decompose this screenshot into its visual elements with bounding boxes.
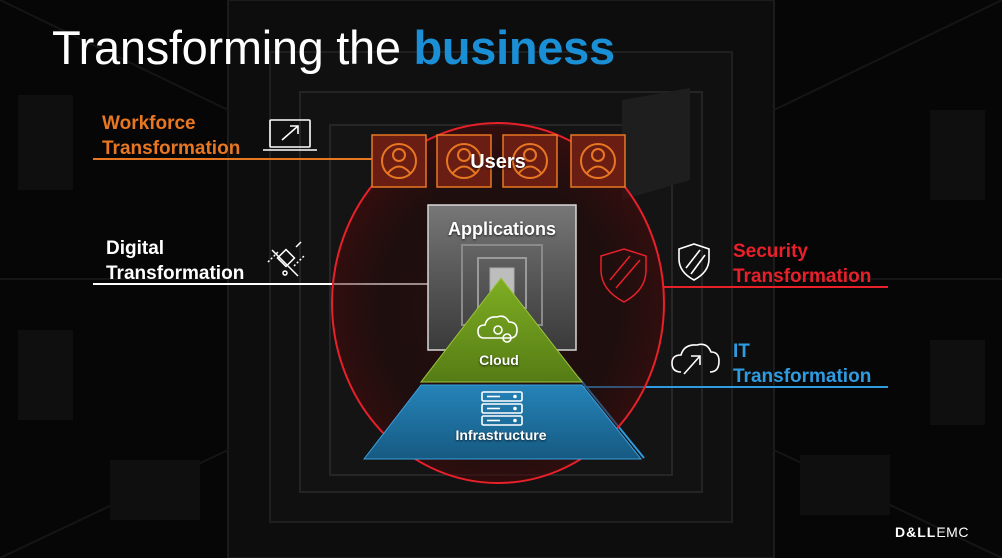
it-line2: Transformation: [733, 366, 872, 387]
workforce-line1: Workforce: [102, 113, 196, 134]
workforce-transformation-label: Workforce Transformation: [102, 111, 240, 161]
dell-emc-logo: D&LLEMC: [895, 524, 969, 540]
security-transformation-label: Security Transformation: [733, 239, 871, 289]
it-transformation-label: IT Transformation: [733, 339, 871, 389]
satellite-icon: [267, 241, 305, 277]
user-icon: [381, 143, 417, 179]
shield-icon: [600, 248, 647, 303]
user-icon: [446, 143, 482, 179]
users-row: [371, 134, 626, 188]
infrastructure-layer: [362, 384, 643, 460]
laptop-icon: [263, 119, 317, 151]
workforce-line2: Transformation: [102, 138, 241, 159]
cloud-layer: [419, 277, 584, 383]
digital-line2: Transformation: [106, 263, 245, 284]
digital-line1: Digital: [106, 238, 165, 259]
cloud-gears-icon: [477, 315, 518, 343]
shield-icon: [678, 243, 710, 281]
title-accent: business: [413, 21, 615, 74]
user-icon: [512, 143, 548, 179]
cloud-upload-icon: [671, 343, 720, 375]
page-title: Transforming the business: [52, 20, 615, 75]
infrastructure-label: Infrastructure: [455, 427, 547, 443]
user-icon: [580, 143, 616, 179]
cloud-label: Cloud: [479, 352, 519, 368]
logo-dell: D&LL: [895, 524, 937, 540]
server-icon: [481, 391, 523, 426]
title-prefix: Transforming the: [52, 21, 401, 74]
security-line2: Transformation: [733, 266, 872, 287]
it-line1: IT: [733, 341, 750, 362]
digital-transformation-label: Digital Transformation: [106, 236, 244, 286]
applications-label: Applications: [447, 219, 557, 239]
users-label: Users: [470, 151, 526, 173]
security-line1: Security: [733, 241, 808, 262]
logo-emc: EMC: [936, 524, 969, 540]
